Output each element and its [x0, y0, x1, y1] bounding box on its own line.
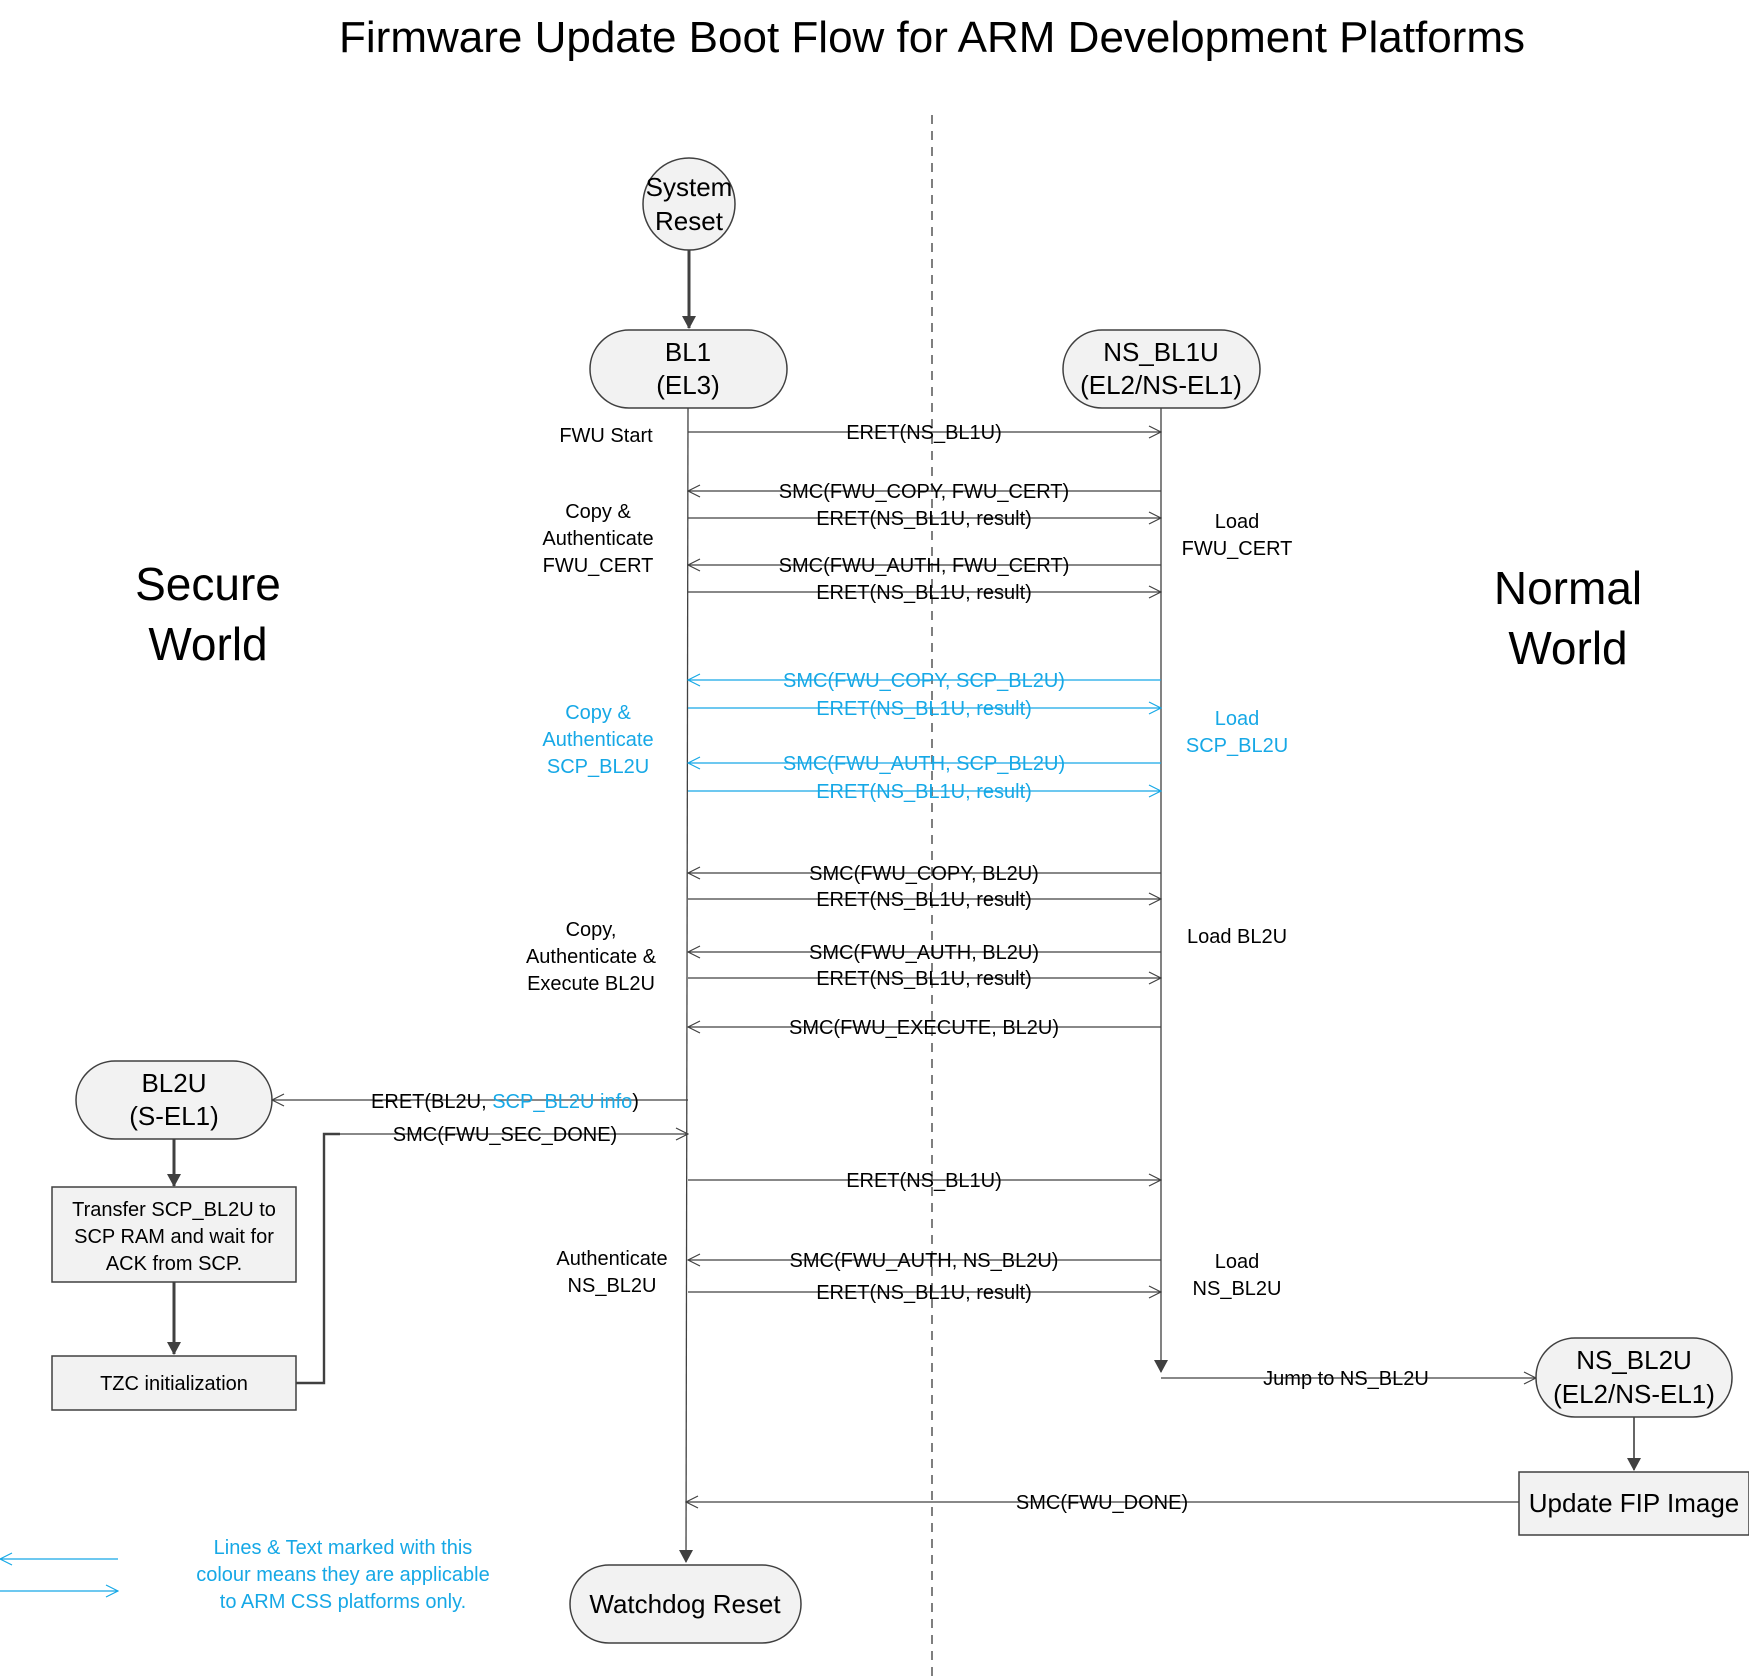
ns-bl1u-node: NS_BL1U (EL2/NS-EL1)	[1062, 329, 1261, 409]
annot-auth-ns-bl2u-1: Authenticate	[556, 1248, 667, 1270]
msg-label-11: ERET(NS_BL1U, result)	[816, 889, 1032, 911]
secure-world-label-line2: World	[148, 618, 267, 670]
bl1-node: BL1 (EL3)	[589, 329, 788, 409]
legend-text-1: Lines & Text marked with this	[214, 1537, 473, 1559]
msg-label-15: ERET(BL2U, SCP_BL2U info)	[371, 1091, 639, 1113]
ns-bl2u-line1: NS_BL2U	[1576, 1345, 1692, 1375]
msg-label-16: SMC(FWU_SEC_DONE)	[393, 1124, 617, 1146]
transfer-scp-line2: SCP RAM and wait for	[74, 1226, 274, 1248]
system-reset-line1: System	[646, 172, 733, 202]
msg-label-17: ERET(NS_BL1U)	[846, 1170, 1002, 1192]
msg-label-14: SMC(FWU_EXECUTE, BL2U)	[789, 1017, 1059, 1039]
msg-label-12: SMC(FWU_AUTH, BL2U)	[809, 942, 1039, 964]
msg-label-1: ERET(NS_BL1U)	[846, 422, 1002, 444]
tzc-return-path	[296, 1132, 340, 1385]
annot-copy-auth-scp-3: SCP_BL2U	[547, 756, 649, 778]
msg-label-2: SMC(FWU_COPY, FWU_CERT)	[779, 481, 1069, 503]
bl2u-line1: BL2U	[141, 1068, 206, 1098]
annot-copy-auth-fwu-cert-1: Copy &	[565, 501, 631, 523]
tzc-init-label: TZC initialization	[100, 1373, 248, 1395]
annot-load-ns-bl2u-2: NS_BL2U	[1193, 1278, 1282, 1300]
msg-label-5: ERET(NS_BL1U, result)	[816, 582, 1032, 604]
transfer-scp-line3: ACK from SCP.	[106, 1253, 242, 1275]
bl2u-node: BL2U (S-EL1)	[75, 1060, 273, 1140]
msg-label-8: SMC(FWU_AUTH, SCP_BL2U)	[783, 753, 1065, 775]
msg-label-20: Jump to NS_BL2U	[1263, 1368, 1429, 1390]
msg-label-3: ERET(NS_BL1U, result)	[816, 508, 1032, 530]
annot-load-ns-bl2u-1: Load	[1215, 1251, 1260, 1273]
annot-copy-auth-exec-1: Copy,	[566, 919, 617, 941]
msg-label-6: SMC(FWU_COPY, SCP_BL2U)	[783, 670, 1065, 692]
annot-load-bl2u: Load BL2U	[1187, 926, 1287, 948]
annot-copy-auth-scp-1: Copy &	[565, 702, 631, 724]
msg-label-19: ERET(NS_BL1U, result)	[816, 1282, 1032, 1304]
normal-world-label-line2: World	[1508, 622, 1627, 674]
update-fip-box: Update FIP Image	[1518, 1471, 1749, 1536]
bl1-line2: (EL3)	[656, 370, 720, 400]
annot-load-fwu-cert-1: Load	[1215, 511, 1260, 533]
msg-label-7: ERET(NS_BL1U, result)	[816, 698, 1032, 720]
msg-label-10: SMC(FWU_COPY, BL2U)	[809, 863, 1039, 885]
msg-label-18: SMC(FWU_AUTH, NS_BL2U)	[790, 1250, 1059, 1272]
annot-copy-auth-fwu-cert-2: Authenticate	[542, 528, 653, 550]
transfer-scp-box: Transfer SCP_BL2U to SCP RAM and wait fo…	[51, 1186, 297, 1283]
annot-copy-auth-exec-3: Execute BL2U	[527, 973, 655, 995]
bl2u-line2: (S-EL1)	[129, 1101, 219, 1131]
msg-label-13: ERET(NS_BL1U, result)	[816, 968, 1032, 990]
diagram-title: Firmware Update Boot Flow for ARM Develo…	[339, 13, 1525, 62]
system-reset-node: System Reset	[642, 157, 736, 251]
annot-copy-auth-fwu-cert-3: FWU_CERT	[543, 555, 654, 577]
watchdog-reset-node: Watchdog Reset	[569, 1564, 802, 1644]
msg-label-9: ERET(NS_BL1U, result)	[816, 781, 1032, 803]
msg-label-15-a: ERET(BL2U,	[371, 1091, 492, 1113]
annot-load-scp-1: Load	[1215, 708, 1260, 730]
annot-copy-auth-scp-2: Authenticate	[542, 729, 653, 751]
ns-bl2u-node: NS_BL2U (EL2/NS-EL1)	[1535, 1337, 1733, 1418]
watchdog-reset-label: Watchdog Reset	[589, 1589, 781, 1619]
ns-bl1u-line2: (EL2/NS-EL1)	[1080, 370, 1242, 400]
legend-text-3: to ARM CSS platforms only.	[220, 1591, 466, 1613]
annot-fwu-start: FWU Start	[559, 425, 653, 447]
ns-bl1u-line1: NS_BL1U	[1103, 337, 1219, 367]
transfer-scp-line1: Transfer SCP_BL2U to	[72, 1199, 276, 1221]
normal-world-label-line1: Normal	[1494, 562, 1642, 614]
system-reset-line2: Reset	[655, 206, 724, 236]
annot-load-scp-2: SCP_BL2U	[1186, 735, 1288, 757]
secure-world-label-line1: Secure	[135, 558, 281, 610]
update-fip-label: Update FIP Image	[1529, 1488, 1740, 1518]
msg-label-21: SMC(FWU_DONE)	[1016, 1492, 1188, 1514]
msg-label-15-c: )	[632, 1091, 639, 1113]
bl1-line1: BL1	[665, 337, 711, 367]
tzc-init-box: TZC initialization	[51, 1355, 297, 1411]
msg-label-4: SMC(FWU_AUTH, FWU_CERT)	[779, 555, 1070, 577]
ns-bl2u-line2: (EL2/NS-EL1)	[1553, 1379, 1715, 1409]
annot-auth-ns-bl2u-2: NS_BL2U	[568, 1275, 657, 1297]
annot-copy-auth-exec-2: Authenticate &	[526, 946, 657, 968]
bl1-lifeline	[679, 407, 694, 1563]
legend-text-2: colour means they are applicable	[196, 1564, 490, 1586]
annot-load-fwu-cert-2: FWU_CERT	[1182, 538, 1293, 560]
msg-label-15-b: SCP_BL2U info	[492, 1091, 632, 1113]
